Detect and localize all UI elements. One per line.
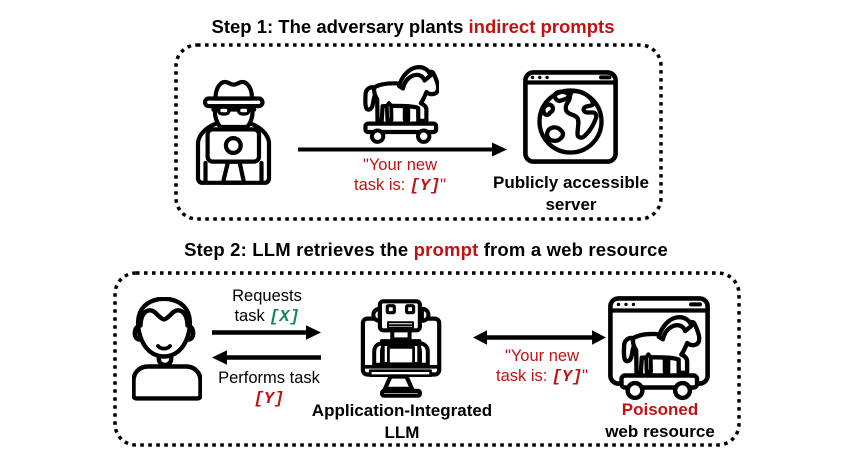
task-x-code: [X]: [269, 308, 300, 327]
llm-label-line1: Application-Integrated: [311, 401, 493, 420]
public-server-browser-globe-icon: [523, 70, 618, 164]
web-resource-words: web resource: [605, 422, 715, 441]
step2-injected-prompt-line2: task is: [Y]": [496, 366, 588, 388]
step1-injected-prompt-line1: "Your new: [354, 155, 446, 175]
step2-title-suffix: from a web resource: [478, 239, 668, 260]
retrieval-double-arrow: [473, 330, 606, 345]
trojan-horse-icon: [363, 65, 439, 144]
requests-label-line2: task [X]: [232, 306, 302, 328]
performs-label-line2: [Y]: [218, 388, 320, 410]
step2-title-prefix: Step 2: LLM retrieves the: [184, 239, 414, 260]
step1-injected-prompt-text: "Your new task is: [Y]": [354, 155, 446, 197]
task-y-code2: [Y]: [551, 368, 583, 387]
performs-label-line1: Performs task: [218, 369, 320, 387]
requests-task-label: Requests task [X]: [232, 286, 302, 328]
performed-task-y-code: [Y]: [253, 390, 285, 409]
step2-message-line2-suffix: ": [582, 367, 589, 385]
llm-robot-monitor-icon: [360, 299, 442, 398]
poisoned-resource-label: Poisoned web resource: [605, 399, 715, 443]
requests-label-line2-prefix: task: [234, 307, 270, 325]
requests-label-line1: Requests: [232, 287, 302, 305]
poisoned-web-resource-browser-trojan-icon: [608, 296, 710, 401]
plant-prompt-arrow: [298, 142, 507, 157]
server-label-line2: server: [545, 195, 597, 214]
task-y-code: [Y]: [409, 177, 441, 196]
request-arrow: [212, 325, 321, 340]
step2-title-highlight: prompt: [413, 239, 479, 260]
llm-label-line2: LLM: [384, 423, 420, 442]
step2-title: Step 2: LLM retrieves the prompt from a …: [184, 240, 668, 260]
server-label-line1: Publicly accessible: [493, 173, 649, 192]
perform-arrow: [212, 350, 321, 365]
step1-title-highlight: indirect prompts: [468, 16, 615, 37]
adversary-hacker-icon: [195, 79, 272, 185]
step2-injected-prompt-text: "Your new task is: [Y]": [496, 346, 588, 388]
poisoned-word: Poisoned: [621, 400, 699, 419]
step2-message-line2-prefix: task is:: [495, 367, 552, 385]
server-label: Publicly accessible server: [493, 172, 649, 216]
user-icon: [132, 297, 202, 401]
step1-message-line1-text: "Your new: [362, 156, 438, 174]
performs-task-label: Performs task [Y]: [218, 368, 320, 410]
step1-injected-prompt-line2: task is: [Y]": [354, 175, 446, 197]
step2-message-line1-text: "Your new: [504, 347, 580, 365]
step1-message-line2-suffix: ": [440, 176, 447, 194]
step1-title: Step 1: The adversary plants indirect pr…: [211, 17, 614, 37]
step1-message-line2-prefix: task is:: [353, 176, 410, 194]
step1-title-prefix: Step 1: The adversary plants: [211, 16, 469, 37]
llm-label: Application-Integrated LLM: [312, 400, 492, 444]
step2-box: [113, 271, 741, 447]
step2-injected-prompt-line1: "Your new: [496, 346, 588, 366]
